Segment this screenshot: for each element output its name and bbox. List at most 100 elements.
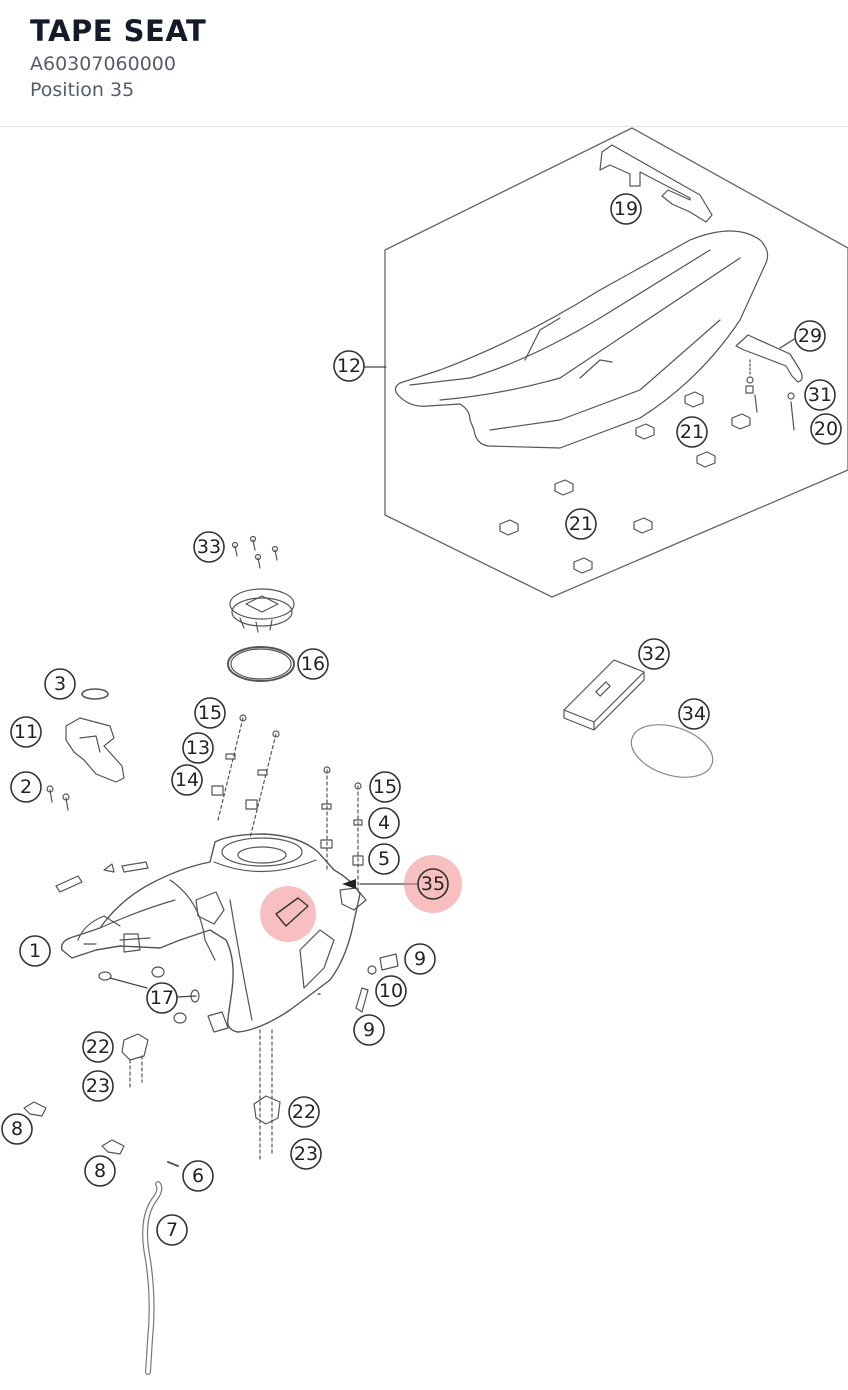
callout-label-text: 4 <box>378 812 390 834</box>
callout-label-text: 34 <box>682 703 706 725</box>
seat-bracket-part <box>735 334 803 383</box>
part-title: TAPE SEAT <box>30 14 207 48</box>
fuel-cap-screws <box>231 535 279 569</box>
callout-6: 6 <box>182 1160 214 1192</box>
callout-21: 21 <box>565 508 597 540</box>
callout-circle <box>297 648 329 680</box>
callout-label-text: 16 <box>301 653 325 675</box>
sticker-sheet-part <box>630 724 714 778</box>
part-position: Position 35 <box>30 79 135 101</box>
callout-label-text: 31 <box>808 384 832 406</box>
callout-35: 35 <box>404 855 462 913</box>
callout-16: 16 <box>297 648 329 680</box>
callout-34: 34 <box>678 698 710 730</box>
callout-23: 23 <box>82 1070 114 1102</box>
callout-label-text: 9 <box>414 948 426 970</box>
callout-circle <box>638 638 670 670</box>
callout-2: 2 <box>10 771 42 803</box>
seat-ridge-3 <box>489 319 721 431</box>
callout-circle <box>353 1014 385 1046</box>
callout-circle <box>368 843 400 875</box>
small-screws <box>46 785 70 811</box>
pouch-tab <box>595 681 611 697</box>
callout-label-text: 21 <box>680 421 704 443</box>
leader-lines <box>109 337 797 998</box>
callout-7: 7 <box>156 1214 188 1246</box>
callout-32: 32 <box>638 638 670 670</box>
callout-22: 22 <box>82 1031 114 1063</box>
callout-circle <box>10 716 42 748</box>
callout-31: 31 <box>804 379 836 411</box>
fuel-cap-part <box>229 588 295 633</box>
callout-circle <box>182 732 214 764</box>
callout-8: 8 <box>84 1155 116 1187</box>
pad-9-upper <box>379 953 399 971</box>
callout-label-text: 8 <box>94 1160 106 1182</box>
callout-circle <box>676 416 708 448</box>
side-cover-part <box>65 717 125 783</box>
callout-10: 10 <box>375 975 407 1007</box>
callout-label-text: 22 <box>86 1036 110 1058</box>
callout-23: 23 <box>290 1138 322 1170</box>
callout-label-text: 6 <box>192 1165 204 1187</box>
callout-9: 9 <box>353 1014 385 1046</box>
seat-ridge-4 <box>524 317 561 361</box>
callout-circle <box>565 508 597 540</box>
callout-label-text: 11 <box>14 721 38 743</box>
callout-20: 20 <box>810 413 842 445</box>
callout-circle <box>171 764 203 796</box>
callout-circle <box>290 1138 322 1170</box>
callout-circle <box>156 1214 188 1246</box>
tank-pad-top <box>121 861 149 873</box>
callout-12: 12 <box>333 350 365 382</box>
callout-label-text: 8 <box>11 1118 23 1140</box>
callout-label-text: 22 <box>292 1101 316 1123</box>
fuel-cap-o-ring <box>227 646 295 682</box>
callout-circle <box>194 697 226 729</box>
seat-part <box>394 230 769 449</box>
seat-ridge-2 <box>439 257 741 401</box>
fuel-tank-part <box>60 833 367 1033</box>
part-number: A60307060000 <box>30 53 176 75</box>
callout-label-text: 23 <box>86 1075 110 1097</box>
diagram-canvas: 1912293120212133163234311151314215453519… <box>1 127 848 1375</box>
callout-circle <box>810 413 842 445</box>
hose-clamp-6 <box>167 1161 179 1167</box>
clip-8-upper <box>23 1101 47 1117</box>
callout-circle <box>375 975 407 1007</box>
fuel-hose-7-inner <box>143 1182 162 1374</box>
callout-15: 15 <box>194 697 226 729</box>
gasket-part <box>81 688 109 700</box>
callout-label-text: 14 <box>175 769 199 791</box>
tape-seat-highlight <box>260 886 316 942</box>
callout-19: 19 <box>610 193 642 225</box>
callout-label-text: 1 <box>29 940 41 962</box>
callout-21: 21 <box>676 416 708 448</box>
bracket-screw <box>754 394 758 413</box>
callout-label-text: 13 <box>186 737 210 759</box>
seat-group-frame <box>384 127 848 598</box>
part-header: TAPE SEAT A60307060000 Position 35 <box>0 0 848 127</box>
callout-label-text: 29 <box>798 325 822 347</box>
callout-circle <box>369 771 401 803</box>
callout-circle <box>678 698 710 730</box>
callout-label-text: 12 <box>337 355 361 377</box>
washer-31 <box>787 392 795 400</box>
callout-circle <box>82 1031 114 1063</box>
callout-13: 13 <box>182 732 214 764</box>
screw-20 <box>790 401 795 431</box>
callout-9: 9 <box>404 943 436 975</box>
callout-label-text: 32 <box>642 643 666 665</box>
left-bolt-stack <box>211 714 280 839</box>
callout-label-text: 15 <box>198 702 222 724</box>
callout-14: 14 <box>171 764 203 796</box>
callout-circle <box>417 868 449 900</box>
callout-label-text: 2 <box>20 776 32 798</box>
callout-circle <box>804 379 836 411</box>
callout-label-text: 21 <box>569 513 593 535</box>
tape-seat-part <box>275 897 309 927</box>
callout-circle <box>82 1070 114 1102</box>
callout-circle <box>84 1155 116 1187</box>
tank-clip-small <box>103 863 115 873</box>
